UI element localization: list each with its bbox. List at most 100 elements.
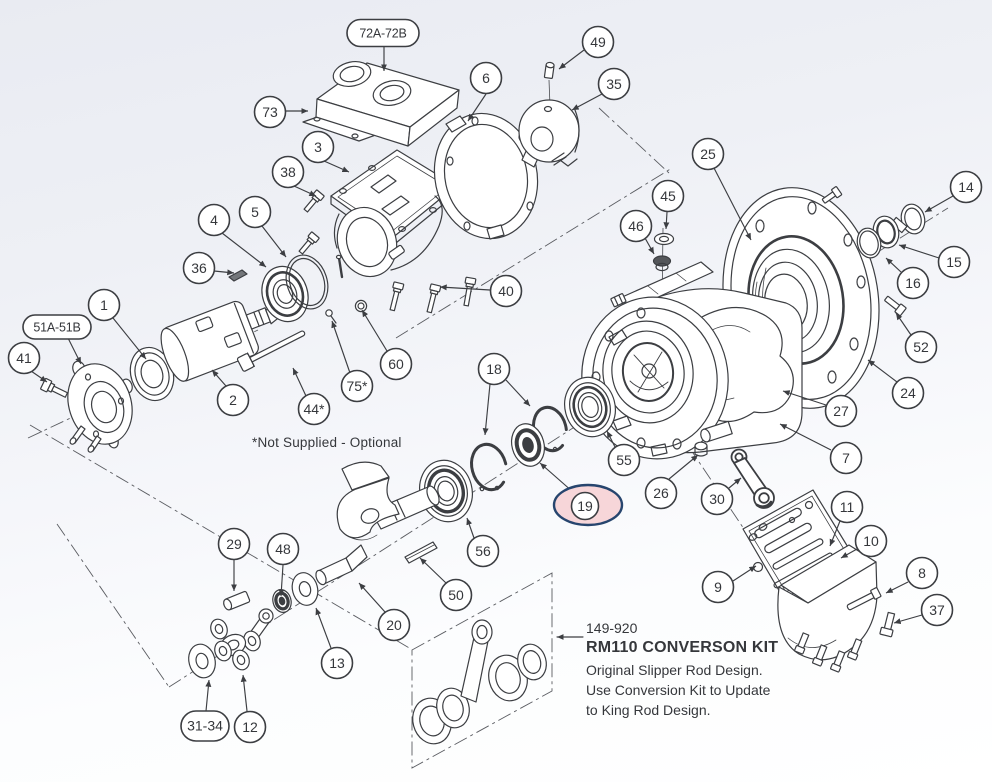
washer-31-34-drawing: [188, 643, 216, 679]
callout-10: 10: [840, 524, 888, 559]
callout-20: 20: [358, 582, 411, 642]
callout-27: 27: [782, 390, 858, 428]
leader-line: [644, 237, 655, 255]
leader-line: [67, 337, 82, 365]
callout-label: 18: [486, 361, 502, 377]
leader-line: [112, 317, 147, 360]
bolt-8-drawing: [846, 587, 882, 611]
leader-line: [782, 390, 827, 406]
conversion-kit-rod-drawing: [412, 619, 547, 745]
callout-12: 12: [233, 674, 267, 744]
callout-label: 20: [386, 617, 402, 633]
callout-label: 56: [475, 543, 491, 559]
callout-60: 60: [361, 309, 413, 381]
callout-30: 30: [700, 477, 742, 516]
callout-label: 4: [210, 212, 218, 228]
callout-label: 41: [16, 350, 32, 366]
seal-19-drawing: [510, 423, 546, 467]
cylinder-pin-26-drawing: [700, 420, 733, 443]
leader-line: [323, 160, 350, 173]
bolt-38-drawing: [303, 189, 325, 213]
callout-label: 15: [946, 254, 962, 270]
leader-line: [467, 93, 487, 122]
snap-ring-18a-drawing: [470, 442, 508, 492]
callout-label: 73: [262, 104, 278, 120]
callout-3: 3: [301, 130, 350, 173]
callout-label: 7: [842, 450, 850, 466]
nut-60-drawing: [354, 299, 368, 313]
callout-label: 40: [498, 283, 514, 299]
leader-line: [331, 320, 351, 374]
kit-title: RM110 CONVERSON KIT: [586, 639, 779, 656]
plug-46-drawing: [652, 255, 672, 267]
not-supplied-note: *Not Supplied - Optional: [252, 435, 402, 450]
bearing-55-drawing: [564, 376, 616, 438]
washer-13-drawing: [291, 572, 319, 606]
callout-49: 49: [558, 25, 615, 70]
leader-line: [606, 430, 616, 448]
callout-9: 9: [701, 565, 757, 604]
callout-label: 10: [863, 533, 879, 549]
callout-35: 35: [571, 67, 631, 111]
washer-45-drawing: [653, 232, 675, 246]
callout-label: 26: [653, 485, 669, 501]
leader-line: [293, 185, 317, 197]
callout-label: 30: [709, 491, 725, 507]
leader-line: [261, 225, 287, 258]
callout-label: 44*: [303, 401, 325, 417]
callout-label: 13: [329, 655, 345, 671]
callout-label: 16: [905, 275, 921, 291]
callout-label: 51A-51B: [33, 321, 80, 335]
bolt-41-drawing: [40, 377, 69, 398]
leader-line: [898, 244, 940, 259]
callout-label: 5: [251, 204, 259, 220]
screw-52-drawing: [884, 295, 907, 317]
callout-label: 14: [958, 179, 974, 195]
callout-label: 38: [280, 164, 296, 180]
callout-75star: 75*: [331, 320, 374, 403]
disc-screw-drawing: [821, 186, 843, 204]
callout-51A-51B: 51A-51B: [22, 314, 92, 365]
callout-label: 75*: [346, 378, 368, 394]
callout-29: 29: [217, 527, 251, 591]
callout-label: 27: [833, 403, 849, 419]
callout-label: 9: [714, 579, 722, 595]
leader-line: [358, 582, 386, 613]
leader-line: [663, 211, 670, 230]
callout-label: 36: [191, 260, 207, 276]
leader-line: [829, 520, 841, 547]
rod-30-drawing: [730, 448, 775, 509]
leader-line: [840, 548, 858, 559]
leader-line: [558, 49, 585, 70]
callout-6: 6: [467, 61, 503, 122]
oring-5-drawing: [285, 254, 329, 310]
callout-label: 6: [482, 70, 490, 86]
shaft-seal-parts-drawing: [856, 203, 926, 317]
callout-label: 12: [242, 719, 258, 735]
callout-label: 72A-72B: [359, 27, 406, 41]
callout-56: 56: [466, 517, 500, 568]
set-screw-49-drawing: [543, 61, 555, 79]
callout-13: 13: [315, 607, 354, 680]
leader-line: [240, 674, 248, 712]
leader-line: [292, 367, 307, 397]
leader-line: [211, 369, 227, 387]
callout-45: 45: [651, 179, 685, 230]
leader-line: [361, 309, 388, 352]
bearing-1-drawing: [129, 346, 175, 402]
bolt-40b-drawing: [426, 283, 442, 314]
callout-25: 25: [691, 137, 752, 241]
bolt-40c-drawing: [463, 276, 477, 307]
flange-51-drawing: [67, 360, 133, 453]
callout-label: 49: [590, 34, 606, 50]
callout-label: 11: [840, 499, 855, 515]
kit-description-line: to King Rod Design.: [586, 702, 711, 718]
callout-52: 52: [895, 312, 938, 364]
leader-line: [924, 195, 954, 213]
callout-label: 55: [616, 452, 632, 468]
callout-label: 29: [226, 536, 242, 552]
leader-line: [895, 312, 912, 336]
shaft-clamp-35-drawing: [518, 99, 580, 167]
